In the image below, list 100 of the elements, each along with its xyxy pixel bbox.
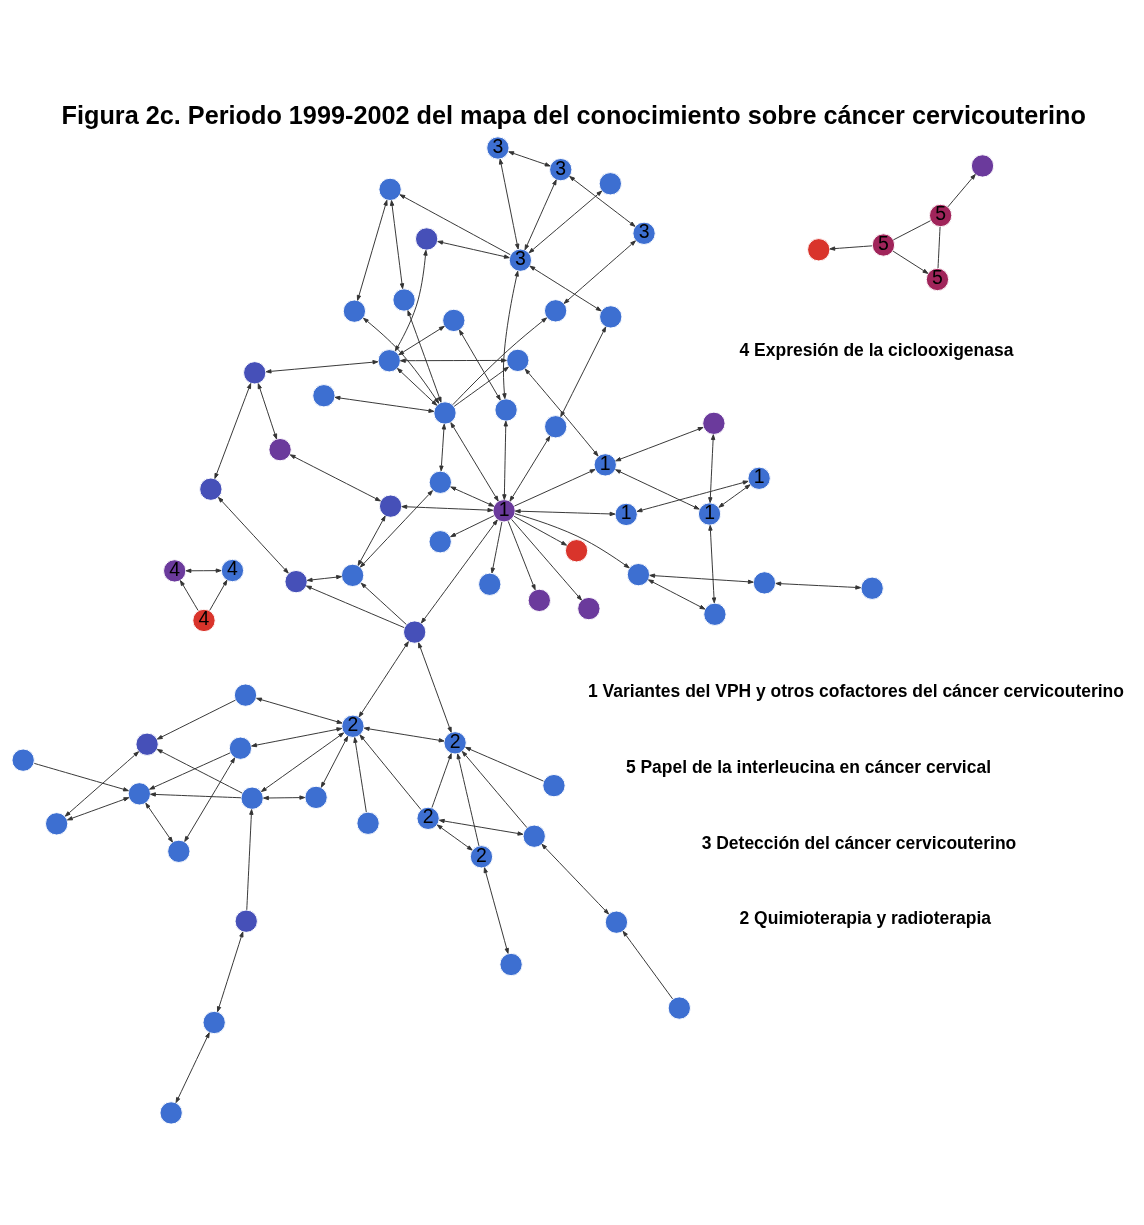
arrow [708, 524, 717, 604]
arrow [541, 843, 610, 915]
label: 2 Quimioterapia y radioterapia [739, 908, 991, 929]
arrow [397, 367, 438, 406]
arrow [439, 423, 447, 472]
node-circle [428, 530, 452, 554]
arrow [615, 426, 704, 462]
arrow [359, 490, 433, 568]
arrow [431, 753, 452, 808]
arrow [450, 486, 495, 507]
arrow [458, 329, 501, 401]
arrow [453, 366, 509, 407]
arrow [246, 809, 254, 911]
arrow [399, 358, 507, 363]
arrow [64, 751, 140, 817]
arrow [465, 746, 544, 782]
arrow [502, 270, 519, 400]
arrow [214, 383, 252, 479]
node-circle: 4 [220, 558, 245, 583]
arrow [305, 585, 405, 629]
arrow [209, 579, 228, 611]
arrow [149, 752, 231, 790]
arrow [450, 422, 499, 502]
arrow [509, 435, 551, 502]
arrow [265, 360, 379, 374]
node-circle [304, 785, 328, 810]
arrow [636, 480, 749, 513]
arrow [649, 573, 754, 584]
node-circle: 4 [163, 559, 187, 583]
node-circle [478, 572, 502, 596]
node-circle [403, 620, 427, 644]
arrow [718, 484, 751, 508]
node-circle [240, 786, 264, 810]
label: 1 Variantes del VPH y otros cofactores del cáncer cervicouterino [588, 681, 1124, 702]
arrow [513, 515, 568, 546]
arrow [622, 930, 674, 1000]
connector [892, 220, 931, 241]
arrow [508, 151, 551, 167]
arrow [461, 750, 528, 829]
arrow [399, 194, 511, 256]
arrow [216, 931, 244, 1013]
node-circle [11, 748, 35, 772]
node-circle: 2 [416, 806, 440, 830]
arrow [334, 395, 435, 413]
node-circle: 1 [492, 499, 516, 523]
node-circle [542, 773, 566, 798]
arrow [775, 581, 862, 590]
node-circle [442, 308, 466, 333]
node-circle: 1 [593, 453, 617, 477]
node-circle [243, 361, 267, 385]
arrow [67, 797, 130, 821]
label: 5 Papel de la interleucina en cáncer cervical [625, 756, 992, 777]
arrow [514, 509, 616, 517]
node-circle [228, 736, 253, 760]
node-circle [702, 411, 726, 435]
node-circle: 2 [469, 845, 494, 869]
connector [937, 226, 941, 269]
arrow [359, 734, 422, 810]
arrow [360, 582, 407, 625]
node-circle: 1 [697, 502, 722, 526]
node-circle: 4 [192, 608, 216, 633]
arrow [394, 249, 428, 352]
arrow [569, 175, 636, 227]
arrow [363, 317, 440, 404]
arrow [529, 265, 602, 312]
arrow [511, 518, 582, 601]
arrow [306, 574, 342, 583]
arrow [437, 240, 510, 259]
node-circle [599, 305, 623, 329]
arrow [502, 420, 508, 501]
arrow [829, 245, 873, 251]
arrow [528, 190, 603, 254]
arrow [615, 469, 700, 510]
node-circle [494, 398, 518, 422]
arrow [647, 579, 706, 610]
node-circle [626, 562, 651, 587]
arrow [524, 179, 557, 251]
node-circle: 3 [549, 158, 573, 182]
node-circle [860, 576, 884, 600]
arrow [263, 795, 306, 801]
node-circle [807, 238, 831, 262]
arrow [420, 519, 498, 624]
arrow [156, 699, 236, 740]
arrow [257, 383, 278, 440]
arrow [450, 515, 495, 538]
arrow [438, 818, 524, 836]
arrow [947, 173, 976, 208]
node-circle: 1 [614, 502, 638, 527]
arrow [407, 310, 442, 403]
arrow [353, 737, 367, 813]
node-circle: 3 [486, 136, 510, 160]
arrow [363, 726, 445, 743]
arrow [145, 802, 173, 843]
node-circle [312, 384, 336, 408]
arrow [33, 762, 129, 792]
arrow [320, 735, 349, 788]
node-circle [356, 811, 380, 835]
arrow [357, 515, 386, 566]
node-circle: 5 [928, 203, 953, 228]
label: 3 Detección del cáncer cervicouterino [701, 832, 1017, 853]
